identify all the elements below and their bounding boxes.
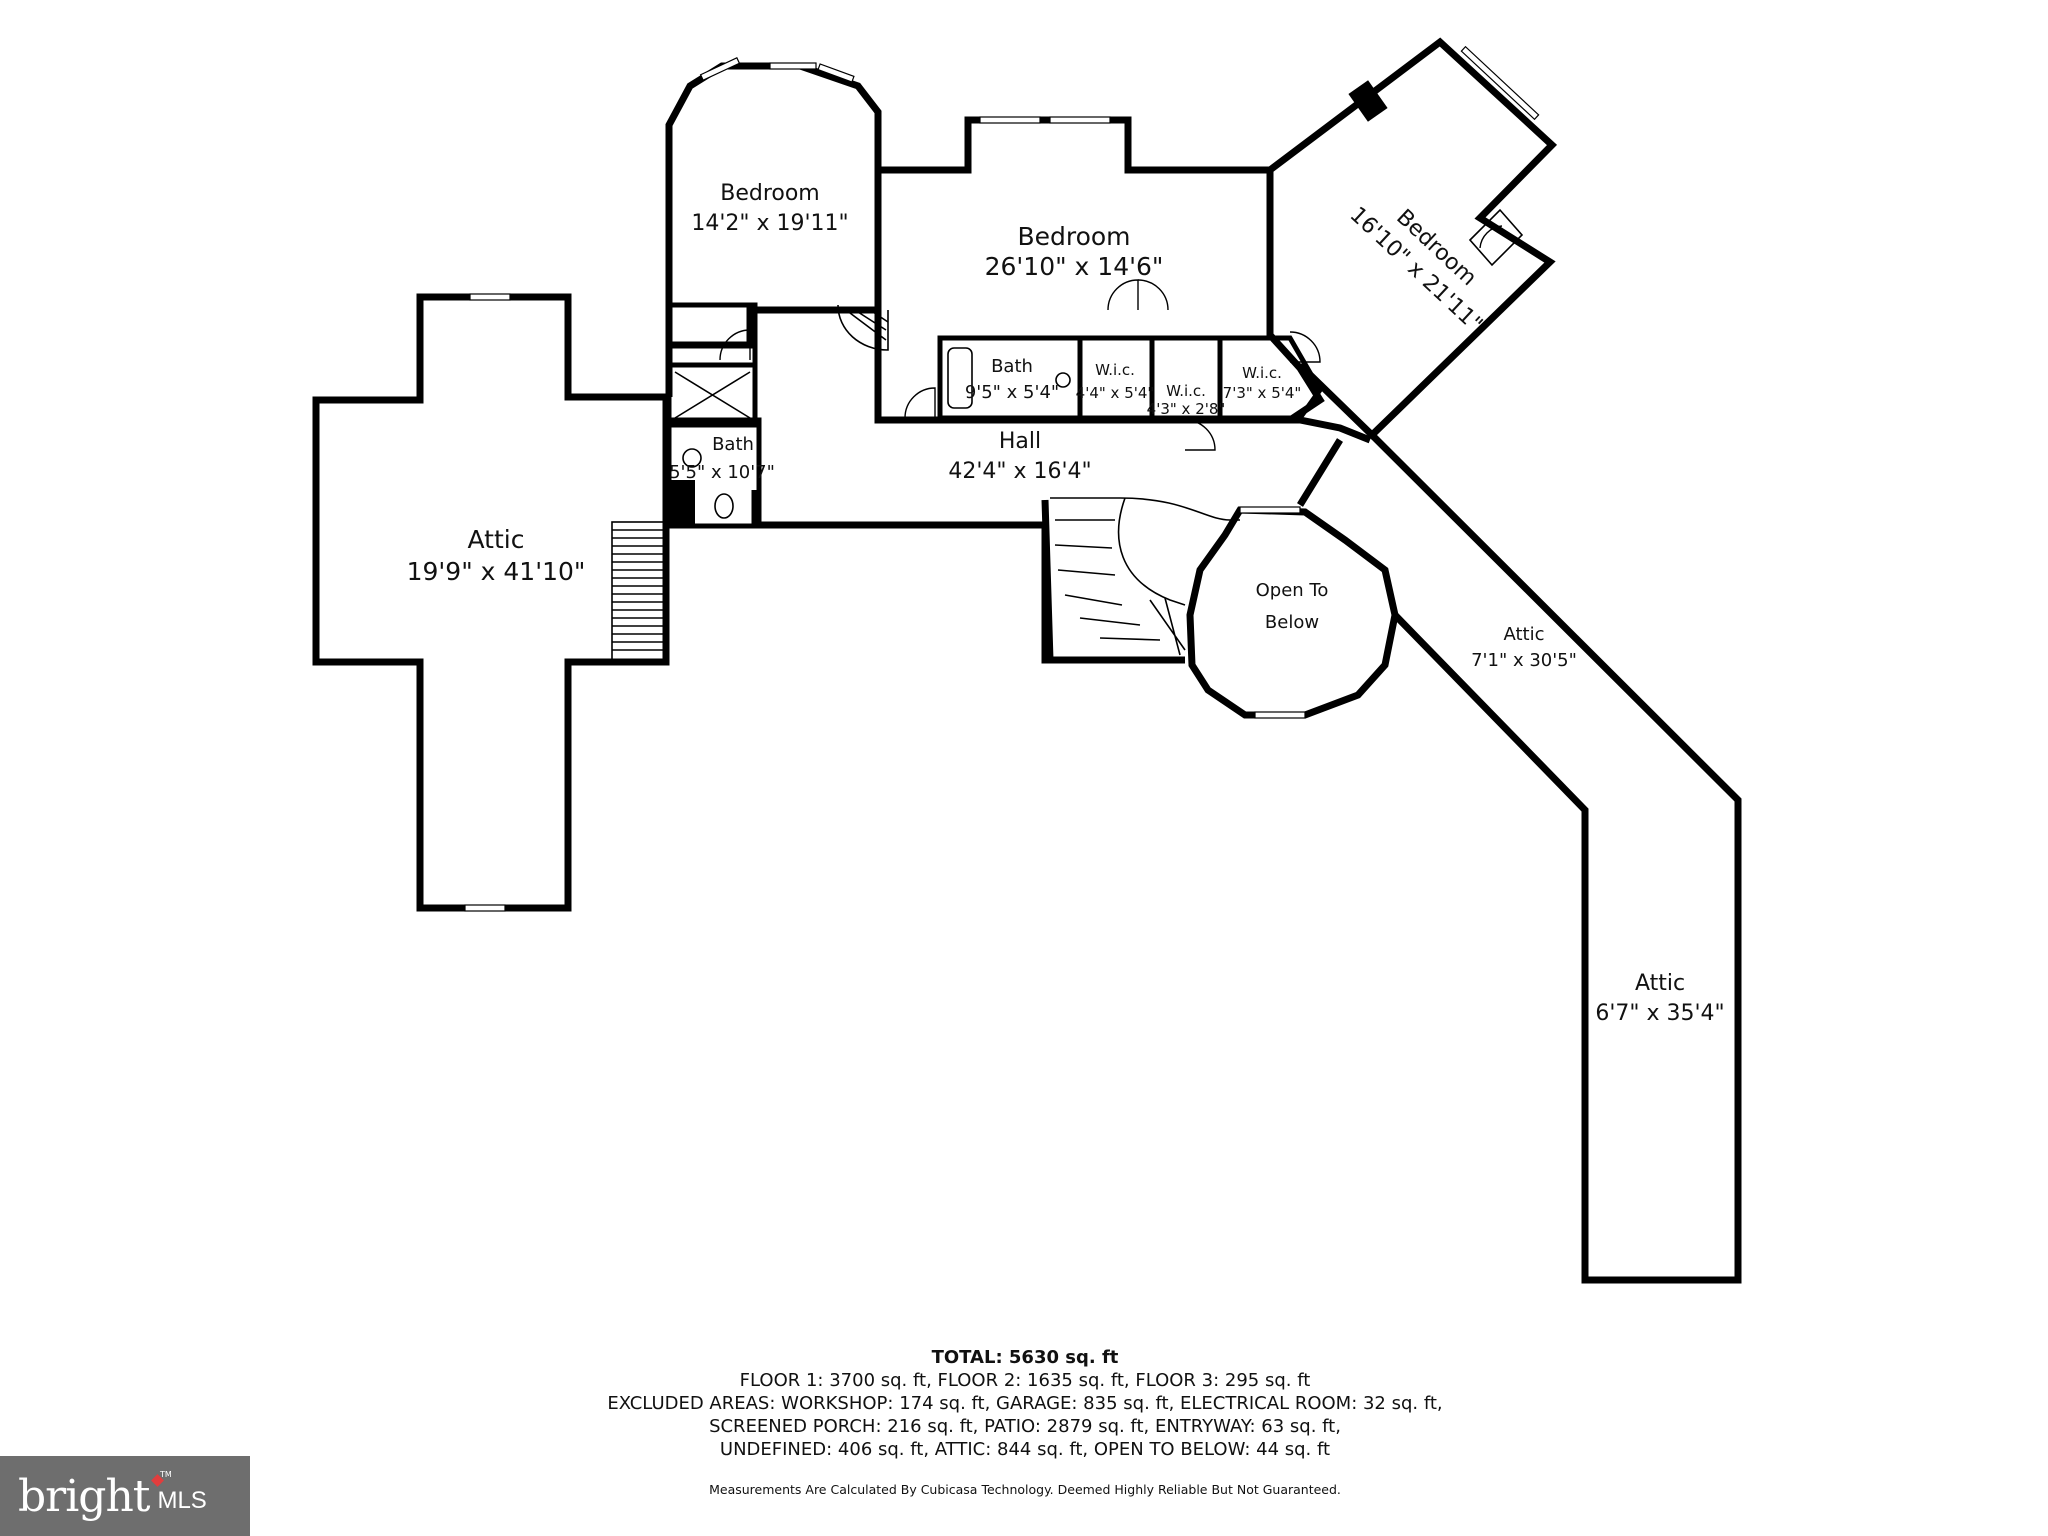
chimney [1348, 80, 1388, 122]
bath-b-name: Bath [712, 434, 754, 455]
window [1460, 45, 1540, 121]
stair-area-walls [1041, 499, 1185, 664]
bedroom-c-closet [1468, 208, 1524, 267]
window [769, 62, 817, 70]
hall-name: Hall [999, 429, 1041, 454]
bath-a-dims: 9'5" x 5'4" [965, 382, 1059, 403]
open-to-below-line1: Open To [1256, 580, 1329, 601]
window [1254, 711, 1306, 719]
window [817, 63, 855, 83]
attic-right-walls [1297, 432, 1742, 1284]
attic-c-name: Attic [1635, 971, 1685, 996]
hall-walls [751, 170, 1205, 664]
window [1239, 506, 1301, 514]
bath-b-block [666, 302, 762, 529]
closet-block [937, 335, 1323, 421]
bath-a-name: Bath [991, 356, 1033, 377]
summary-line: EXCLUDED AREAS: WORKSHOP: 174 sq. ft, GA… [607, 1393, 1443, 1414]
wic-a-dims: 4'4" x 5'4" [1076, 384, 1155, 402]
area-summary: TOTAL: 5630 sq. ft FLOOR 1: 3700 sq. ft,… [520, 1346, 1530, 1461]
bedroom-a-dims: 14'2" x 19'11" [691, 211, 848, 236]
logo-suffix: MLS [157, 1487, 207, 1514]
spiral-stair [1050, 497, 1240, 656]
bedroom-a-walls [665, 62, 882, 397]
bath-b-dims: 5'5" x 10'7" [669, 462, 775, 483]
wic-c-name: W.i.c. [1242, 364, 1282, 382]
wic-b-name: W.i.c. [1166, 382, 1206, 400]
bedroom-b-dims: 26'10" x 14'6" [985, 252, 1164, 281]
attic-b-name: Attic [1503, 624, 1544, 645]
logo-brand: bright [18, 1470, 150, 1522]
bright-mls-logo: bright TM MLS [0, 1456, 250, 1536]
logo-tm: TM [160, 1470, 172, 1479]
attic-b-dims: 7'1" x 30'5" [1471, 650, 1577, 671]
window [469, 293, 511, 301]
wic-a-name: W.i.c. [1095, 361, 1135, 379]
open-to-below-line2: Below [1265, 612, 1319, 633]
wic-c-dims: 7'3" x 5'4" [1223, 384, 1302, 402]
summary-line: UNDEFINED: 406 sq. ft, ATTIC: 844 sq. ft… [719, 1439, 1331, 1460]
hall-dims: 42'4" x 16'4" [948, 459, 1091, 484]
window [979, 116, 1041, 124]
attic-left-walls [312, 293, 670, 912]
bedroom-b-name: Bedroom [1017, 222, 1130, 251]
summary-total: TOTAL: 5630 sq. ft [931, 1347, 1119, 1368]
bedroom-a-name: Bedroom [720, 181, 820, 206]
window [464, 904, 506, 912]
attic-a-dims: 19'9" x 41'10" [407, 557, 586, 586]
summary-line: FLOOR 1: 3700 sq. ft, FLOOR 2: 1635 sq. … [739, 1370, 1311, 1391]
summary-line: SCREENED PORCH: 216 sq. ft, PATIO: 2879 … [709, 1416, 1341, 1437]
disclaimer: Measurements Are Calculated By Cubicasa … [709, 1482, 1341, 1497]
wic-b-dims: 4'3" x 2'8" [1147, 400, 1226, 418]
window [1049, 116, 1111, 124]
attic-stairs [611, 521, 665, 661]
doors [719, 279, 1321, 451]
attic-a-name: Attic [468, 525, 525, 554]
window [699, 57, 741, 81]
attic-c-dims: 6'7" x 35'4" [1595, 1001, 1724, 1026]
spiral-stair-top [837, 304, 889, 351]
